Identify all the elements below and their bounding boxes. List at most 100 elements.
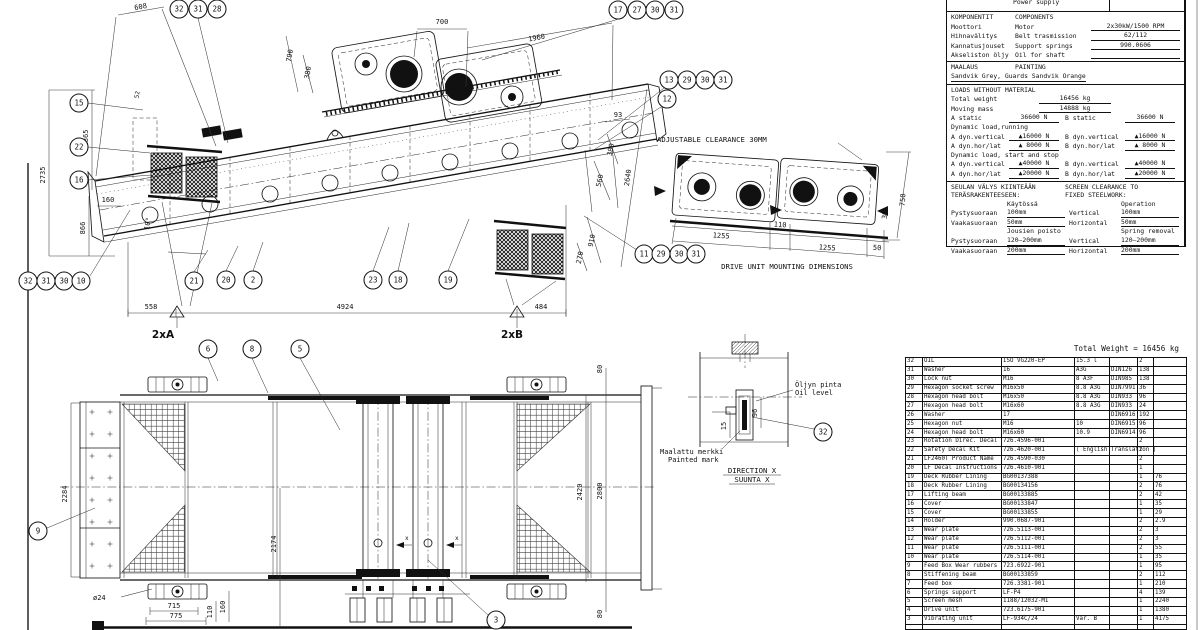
table-cell: 726.5112-001 xyxy=(1001,534,1075,545)
table-cell xyxy=(1109,463,1138,474)
table-cell: 4 xyxy=(905,605,923,616)
table-cell: 10 xyxy=(905,552,923,563)
table-cell: 8.8 A3G xyxy=(1074,401,1110,412)
table-cell: 8.8 A3G xyxy=(1074,383,1110,394)
motor-value: 2x30kW/1500 RPM xyxy=(1091,22,1180,32)
table-cell: Feed box xyxy=(922,579,1002,590)
table-cell xyxy=(1153,419,1187,430)
table-cell: 210 xyxy=(1153,579,1187,590)
dim-80-bottom: 80 xyxy=(596,610,604,618)
table-cell: 723.6922-901 xyxy=(1001,561,1075,572)
painted-mark-label-en: Painted mark xyxy=(668,456,719,464)
table-cell: DIN933 xyxy=(1109,401,1138,412)
dim-270: 270 xyxy=(575,251,585,265)
balloon-32c: 32 xyxy=(813,422,833,442)
table-cell: 9 xyxy=(905,561,923,572)
table-cell xyxy=(1153,392,1187,403)
table-cell: 76 xyxy=(1153,472,1187,483)
table-cell xyxy=(1074,437,1110,447)
components-title-fi: KOMPONENTIT xyxy=(951,13,994,21)
table-cell: 1 xyxy=(1137,605,1154,616)
table-cell: 32 xyxy=(905,357,923,367)
svg-text:20: 20 xyxy=(221,276,231,285)
table-cell: Washer xyxy=(922,410,1002,421)
table-row-cut xyxy=(905,623,1187,630)
balloon-31e: 31 xyxy=(686,244,706,264)
balloon-6: 6 xyxy=(198,339,218,359)
balloon-32b: 32 xyxy=(18,271,38,291)
table-cell: 192 xyxy=(1137,410,1154,421)
table-cell: A3G xyxy=(1074,365,1110,376)
adjustable-clearance-label: ADJUSTABLE CLEARANCE 30MM xyxy=(657,135,767,144)
table-cell: 2240 xyxy=(1153,597,1187,607)
svg-text:30: 30 xyxy=(674,250,684,259)
table-cell: 1 xyxy=(1137,463,1154,474)
dim-93: 93 xyxy=(614,111,622,119)
balloon-30c: 30 xyxy=(54,271,74,291)
table-cell: BG00133885 xyxy=(1001,490,1075,501)
balloon-5: 5 xyxy=(290,339,310,359)
painting-value: Sandvik Grey, Guards Sandvik Orange xyxy=(951,71,1086,82)
table-cell: LF Decal Instructions xyxy=(922,463,1002,474)
svg-text:27: 27 xyxy=(632,6,641,15)
springs-label-en: Support springs xyxy=(1015,41,1073,50)
table-cell xyxy=(1109,490,1138,501)
table-cell xyxy=(1109,517,1138,527)
table-cell: 726.4620-001 xyxy=(1001,445,1075,456)
table-cell: DIN933 xyxy=(1109,392,1138,403)
svg-text:29: 29 xyxy=(682,76,691,85)
svg-text:18: 18 xyxy=(393,276,403,285)
table-cell xyxy=(1109,579,1138,590)
plan-view-leaders xyxy=(46,357,489,616)
table-cell: Feed Box Wear rubbers xyxy=(922,561,1002,572)
table-cell: BG00134156 xyxy=(1001,481,1075,492)
moving-mass-label: Moving mass xyxy=(951,104,994,113)
table-cell xyxy=(1074,525,1110,536)
side-view-leaders xyxy=(87,17,665,277)
svg-text:32: 32 xyxy=(818,428,827,437)
table-cell: Screen mesh xyxy=(922,597,1002,607)
dim-30: 30 xyxy=(881,210,890,219)
vibrating-unit-plan: x x xyxy=(356,396,462,580)
table-cell: 3 xyxy=(1153,525,1187,536)
table-cell: 2 xyxy=(1137,525,1154,536)
table-cell: 20 xyxy=(905,463,923,474)
table-cell xyxy=(1153,374,1187,385)
table-cell: Wear plate xyxy=(922,552,1002,563)
table-cell xyxy=(1074,490,1110,501)
table-cell xyxy=(1074,597,1110,607)
oil-label-fi: Akseliston öljy xyxy=(951,50,1009,59)
table-cell: 18 xyxy=(905,481,923,492)
table-cell: 6 xyxy=(905,588,923,599)
balloon-12: 12 xyxy=(657,89,677,109)
table-cell: 8.8 A3G xyxy=(1074,392,1110,403)
balloon-19: 19 xyxy=(438,270,458,290)
left-spring-assembly xyxy=(146,144,223,307)
balloon-3: 3 xyxy=(486,610,506,630)
table-cell: DIN6914 xyxy=(1109,428,1138,439)
svg-text:30: 30 xyxy=(700,76,710,85)
table-cell: 1 xyxy=(1137,552,1154,563)
table-cell xyxy=(1074,543,1110,554)
table-cell: 726.5114-001 xyxy=(1001,552,1075,563)
table-cell: DIN126 xyxy=(1109,365,1138,376)
table-cell xyxy=(1074,579,1110,590)
spring-supports-plan xyxy=(147,376,567,600)
painted-mark-label-fi: Maalattu merkki xyxy=(660,448,723,456)
table-cell: 112 xyxy=(1153,570,1187,581)
table-cell: Vibrating unit xyxy=(922,614,1002,625)
table-cell: Lock nut xyxy=(922,374,1002,385)
table-cell: 95 xyxy=(1153,561,1187,572)
table-cell: Hexagon head bolt xyxy=(922,401,1002,412)
table-cell: 13 xyxy=(905,525,923,536)
table-cell xyxy=(1109,570,1138,581)
balloon-30: 30 xyxy=(645,0,665,20)
drive-unit-side xyxy=(321,30,563,123)
